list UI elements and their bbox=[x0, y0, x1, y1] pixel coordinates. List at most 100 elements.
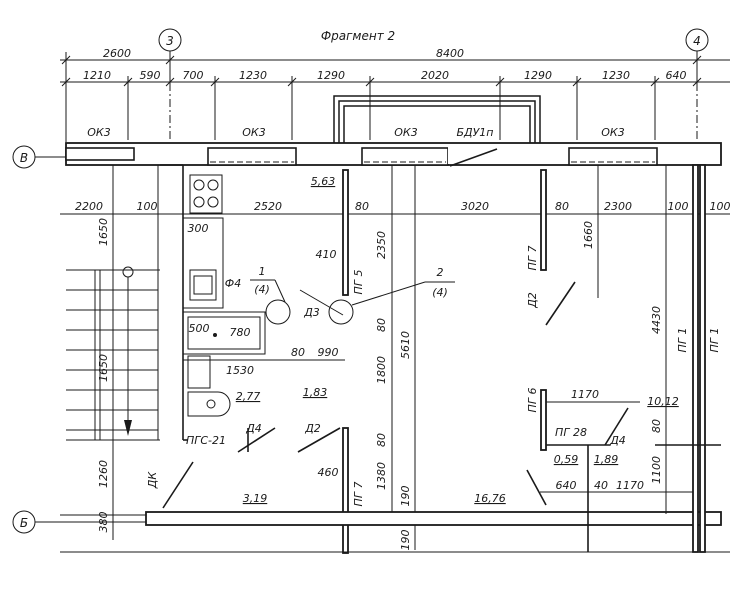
dim-80-a: 80 bbox=[355, 200, 369, 213]
opening-ok3-1: ОК3 bbox=[87, 126, 110, 139]
label-500: 500 bbox=[189, 322, 210, 335]
area-3-19: 3,19 bbox=[243, 492, 268, 505]
label-460: 460 bbox=[318, 466, 339, 479]
center-vertical-dims: 2350 80 1800 5610 80 1380 190 190 bbox=[375, 165, 416, 551]
dim-8400: 8400 bbox=[436, 47, 464, 60]
dim-590: 590 bbox=[140, 69, 161, 82]
label-pg1-a: ПГ 1 bbox=[676, 328, 689, 353]
dim-1660: 1660 bbox=[582, 221, 595, 249]
dim-380: 380 bbox=[97, 512, 110, 533]
callout-2-sub: (4) bbox=[432, 286, 448, 299]
label-d2-b: Д2 bbox=[304, 422, 321, 435]
label-pg5: ПГ 5 bbox=[352, 270, 365, 295]
dim-1650-b: 1650 bbox=[97, 354, 110, 382]
dim-100-c: 100 bbox=[710, 200, 731, 213]
label-f4: Ф4 bbox=[225, 277, 241, 290]
label-d4-b: Д4 bbox=[609, 434, 626, 447]
dim-1230-a: 1230 bbox=[239, 69, 267, 82]
dim-4430: 4430 bbox=[650, 306, 663, 334]
label-d4-a: Д4 bbox=[245, 422, 262, 435]
callout-2: 2 bbox=[437, 266, 444, 279]
dim-1290-b: 1290 bbox=[524, 69, 552, 82]
opening-ok3-2: ОК3 bbox=[242, 126, 265, 139]
dim-1380: 1380 bbox=[375, 462, 388, 490]
area-10-12: 10,12 bbox=[647, 395, 679, 408]
dim-1260: 1260 bbox=[97, 460, 110, 488]
dim-80-b: 80 bbox=[555, 200, 569, 213]
dim-1230-b: 1230 bbox=[602, 69, 630, 82]
fragment-title: Фрагмент 2 bbox=[321, 29, 395, 43]
dim-700: 700 bbox=[183, 69, 204, 82]
label-80-h: 80 bbox=[291, 346, 305, 359]
dim-5610: 5610 bbox=[399, 331, 412, 359]
label-780: 780 bbox=[230, 326, 251, 339]
label-pg6: ПГ 6 bbox=[526, 388, 539, 413]
area-16-76: 16,76 bbox=[474, 492, 506, 505]
label-dk: ДК bbox=[146, 471, 159, 490]
label-pg7-a: ПГ 7 bbox=[526, 246, 539, 271]
dim-2350: 2350 bbox=[375, 231, 388, 259]
label-1530: 1530 bbox=[226, 364, 254, 377]
label-990: 990 bbox=[318, 346, 339, 359]
dim-1100: 1100 bbox=[650, 456, 663, 484]
callout-1-sub: (4) bbox=[254, 283, 270, 296]
label-1170-a: 1170 bbox=[571, 388, 599, 401]
axis-3-marker: 3 bbox=[158, 28, 182, 140]
label-d2-a: Д2 bbox=[526, 292, 539, 309]
exterior-wall bbox=[65, 142, 722, 167]
label-pg1-b: ПГ 1 bbox=[708, 328, 721, 353]
label-410: 410 bbox=[316, 248, 337, 261]
dim-80-vert-b: 80 bbox=[375, 433, 388, 447]
axis-3-label: 3 bbox=[166, 34, 174, 48]
opening-ok3-3: ОК3 bbox=[394, 126, 417, 139]
area-0-59: 0,59 bbox=[554, 453, 579, 466]
dim-190-a: 190 bbox=[399, 486, 412, 507]
label-5-63: 5,63 bbox=[311, 175, 336, 188]
opening-bdu1p: БДУ1п bbox=[456, 126, 493, 139]
label-pgs21: ПГС-21 bbox=[186, 434, 226, 447]
area-1-89: 1,89 bbox=[594, 453, 619, 466]
dim-100-a: 100 bbox=[137, 200, 158, 213]
dim-2020: 2020 bbox=[421, 69, 449, 82]
dim-2200: 2200 bbox=[75, 200, 103, 213]
dim-3020: 3020 bbox=[461, 200, 489, 213]
dim-640-top: 640 bbox=[666, 69, 687, 82]
area-1-83: 1,83 bbox=[303, 386, 328, 399]
top-dimension-chains: 2600 8400 1210 590 700 1230 1290 2020 12… bbox=[60, 47, 730, 142]
right-rooms: ПГ 7 Д2 1660 4430 ПГ 1 ПГ 1 ПГ 6 1170 10… bbox=[526, 164, 721, 553]
dim-2520: 2520 bbox=[254, 200, 282, 213]
bay-window bbox=[333, 95, 541, 143]
left-vertical-dims: 1650 1650 1260 380 bbox=[97, 165, 114, 540]
dim-1290-a: 1290 bbox=[317, 69, 345, 82]
axis-4-label: 4 bbox=[693, 34, 701, 48]
row-dimension-chain: 2200 100 2520 80 3020 80 2300 100 100 bbox=[60, 200, 731, 215]
dim-1650-a: 1650 bbox=[97, 218, 110, 246]
label-640: 640 bbox=[556, 479, 577, 492]
dim-100-b: 100 bbox=[668, 200, 689, 213]
lower-partitions: Д4 Д2 460 ПГ 7 ДК bbox=[146, 422, 365, 554]
area-2-77: 2,77 bbox=[236, 390, 261, 403]
callout-1: 1 bbox=[259, 265, 266, 278]
label-d3: Д3 bbox=[303, 306, 320, 319]
axis-b-label: Б bbox=[20, 516, 28, 530]
label-1170-b: 1170 bbox=[616, 479, 644, 492]
label-300: 300 bbox=[188, 222, 209, 235]
dim-80-vert-a: 80 bbox=[375, 318, 388, 332]
dim-1210: 1210 bbox=[83, 69, 111, 82]
label-pg7-b: ПГ 7 bbox=[352, 482, 365, 507]
dim-2300: 2300 bbox=[604, 200, 632, 213]
label-pg28: ПГ 28 bbox=[555, 426, 587, 439]
axis-4-marker: 4 bbox=[685, 28, 709, 140]
axis-v-label: В bbox=[20, 151, 28, 165]
stairwell bbox=[66, 165, 160, 441]
dim-1800: 1800 bbox=[375, 356, 388, 384]
dim-80-vert-c: 80 bbox=[650, 419, 663, 433]
kitchen-fixtures: 300 Ф4 500 780 1530 ПГС-21 bbox=[160, 164, 266, 447]
label-40: 40 bbox=[594, 479, 608, 492]
partition-pg5: 5,63 410 ПГ 5 Д3 1 (4) 2 (4) bbox=[250, 169, 455, 325]
dim-2600: 2600 bbox=[103, 47, 131, 60]
bottom-wall: 3,19 16,76 bbox=[60, 492, 730, 553]
opening-ok3-4: ОК3 bbox=[601, 126, 624, 139]
dim-190-b: 190 bbox=[399, 530, 412, 551]
